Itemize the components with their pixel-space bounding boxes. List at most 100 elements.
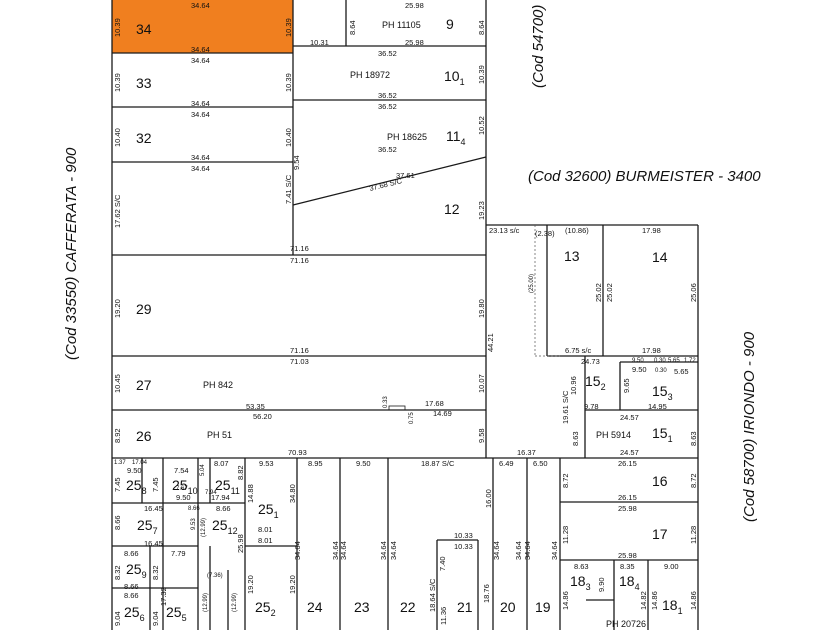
svg-text:26.15: 26.15 <box>618 459 637 468</box>
svg-text:8.01: 8.01 <box>258 525 273 534</box>
svg-text:(12.99): (12.99) <box>203 593 209 612</box>
svg-text:34.64: 34.64 <box>389 541 398 560</box>
svg-text:25.98: 25.98 <box>618 504 637 513</box>
parcel-15-2: 152 <box>585 373 606 392</box>
svg-text:34.80: 34.80 <box>288 484 297 503</box>
svg-text:25.98: 25.98 <box>236 534 245 553</box>
svg-text:1.72: 1.72 <box>684 358 696 364</box>
svg-text:8.92: 8.92 <box>113 428 122 443</box>
svg-text:9.58: 9.58 <box>477 428 486 443</box>
parcel-25-11: 2511 <box>215 477 240 496</box>
svg-text:10.31: 10.31 <box>310 38 329 47</box>
svg-text:24.57: 24.57 <box>620 448 639 457</box>
svg-text:14.88: 14.88 <box>246 484 255 503</box>
svg-text:8.72: 8.72 <box>689 473 698 488</box>
svg-text:25.98: 25.98 <box>618 551 637 560</box>
svg-text:71.03: 71.03 <box>290 357 309 366</box>
svg-text:17.62 S/C: 17.62 S/C <box>113 194 122 228</box>
svg-text:18.87 S/C: 18.87 S/C <box>421 459 455 468</box>
svg-text:0.75: 0.75 <box>409 412 415 424</box>
svg-text:9.90: 9.90 <box>597 577 606 592</box>
svg-text:10.07: 10.07 <box>477 374 486 393</box>
ph-label: PH 20726 <box>606 619 646 629</box>
ph-label: PH 11105 <box>382 20 421 30</box>
parcel-12: 12 <box>444 201 460 217</box>
svg-text:34.64: 34.64 <box>191 45 210 54</box>
svg-text:5.65: 5.65 <box>674 367 689 376</box>
svg-text:14.86: 14.86 <box>689 591 698 610</box>
svg-text:25.98: 25.98 <box>405 38 424 47</box>
svg-text:11.36: 11.36 <box>439 607 448 625</box>
svg-text:10.45: 10.45 <box>113 374 122 393</box>
parcel-25-8: 258 <box>126 477 147 496</box>
svg-text:6.50: 6.50 <box>533 459 548 468</box>
parcel-15-3: 153 <box>652 383 673 402</box>
parcel-25-12: 2512 <box>212 517 238 536</box>
block-lines <box>111 0 699 630</box>
svg-text:8.82: 8.82 <box>236 465 245 480</box>
svg-text:10.33: 10.33 <box>454 542 473 551</box>
ph-label: PH 18972 <box>350 70 390 80</box>
svg-text:19.23: 19.23 <box>477 201 486 220</box>
svg-text:34.64: 34.64 <box>191 153 210 162</box>
parcel-26: 26 <box>136 428 152 444</box>
svg-text:17.68: 17.68 <box>425 399 444 408</box>
svg-text:5.04: 5.04 <box>200 464 206 476</box>
svg-text:16.45: 16.45 <box>144 539 163 548</box>
parcel-9: 9 <box>446 16 454 32</box>
svg-text:8.66: 8.66 <box>124 591 139 600</box>
svg-text:56.20: 56.20 <box>253 412 272 421</box>
svg-text:10.39: 10.39 <box>113 18 122 37</box>
street-cafferata: (Cod 33550) CAFFERATA - 900 <box>63 147 80 360</box>
parcel-22: 22 <box>400 599 416 615</box>
svg-text:9.04: 9.04 <box>151 611 160 626</box>
svg-text:18.76: 18.76 <box>482 584 491 603</box>
svg-text:19.61 S/C: 19.61 S/C <box>561 390 570 424</box>
svg-text:10.39: 10.39 <box>284 18 293 37</box>
svg-text:(12.99): (12.99) <box>232 593 238 612</box>
svg-text:34.64: 34.64 <box>293 541 302 560</box>
svg-text:71.16: 71.16 <box>290 244 309 253</box>
svg-text:16.37: 16.37 <box>517 448 536 457</box>
parcel-18-3: 183 <box>570 573 591 592</box>
svg-text:34.64: 34.64 <box>191 164 210 173</box>
street-iriondo: (Cod 58700) IRIONDO - 900 <box>741 331 758 522</box>
svg-text:6.49: 6.49 <box>499 459 514 468</box>
svg-text:10.40: 10.40 <box>113 128 122 147</box>
parcel-25-6: 256 <box>124 604 145 623</box>
parcel-24: 24 <box>307 599 323 615</box>
svg-text:7.40: 7.40 <box>438 556 447 571</box>
svg-text:25.02: 25.02 <box>605 283 614 302</box>
svg-text:9.53: 9.53 <box>259 459 274 468</box>
svg-text:8.63: 8.63 <box>689 431 698 446</box>
svg-text:8.66: 8.66 <box>216 504 231 513</box>
svg-text:7.45: 7.45 <box>113 477 122 492</box>
svg-text:34.64: 34.64 <box>191 110 210 119</box>
svg-text:14.82: 14.82 <box>639 591 648 610</box>
svg-text:25.02: 25.02 <box>594 283 603 302</box>
svg-text:24.73: 24.73 <box>581 357 600 366</box>
svg-text:8.95: 8.95 <box>308 459 323 468</box>
svg-text:9.50: 9.50 <box>632 358 644 364</box>
svg-text:34.64: 34.64 <box>523 541 532 560</box>
svg-text:17.32: 17.32 <box>159 587 168 606</box>
svg-text:(25.00): (25.00) <box>529 274 535 293</box>
parcel-25-7: 257 <box>137 517 158 536</box>
svg-text:5.65: 5.65 <box>668 358 680 364</box>
svg-text:34.64: 34.64 <box>191 56 210 65</box>
dimension-labels: 34.64 34.64 34.64 34.64 34.64 34.64 34.6… <box>114 1 696 600</box>
svg-text:25.06: 25.06 <box>689 283 698 302</box>
street-cod-54700: (Cod 54700) <box>530 5 547 88</box>
svg-text:25.98: 25.98 <box>405 1 424 10</box>
svg-text:34.64: 34.64 <box>331 541 340 560</box>
parcel-21: 21 <box>457 599 473 615</box>
svg-text:8.32: 8.32 <box>113 565 122 580</box>
parcel-13: 13 <box>564 248 580 264</box>
svg-text:8.66: 8.66 <box>124 582 139 591</box>
svg-text:36.52: 36.52 <box>378 145 397 154</box>
ph-label: PH 51 <box>207 430 232 440</box>
svg-text:17.04: 17.04 <box>132 460 148 466</box>
svg-text:11.28: 11.28 <box>561 526 570 544</box>
svg-text:6.75 s/c: 6.75 s/c <box>565 346 592 355</box>
svg-text:34.64: 34.64 <box>550 541 559 560</box>
